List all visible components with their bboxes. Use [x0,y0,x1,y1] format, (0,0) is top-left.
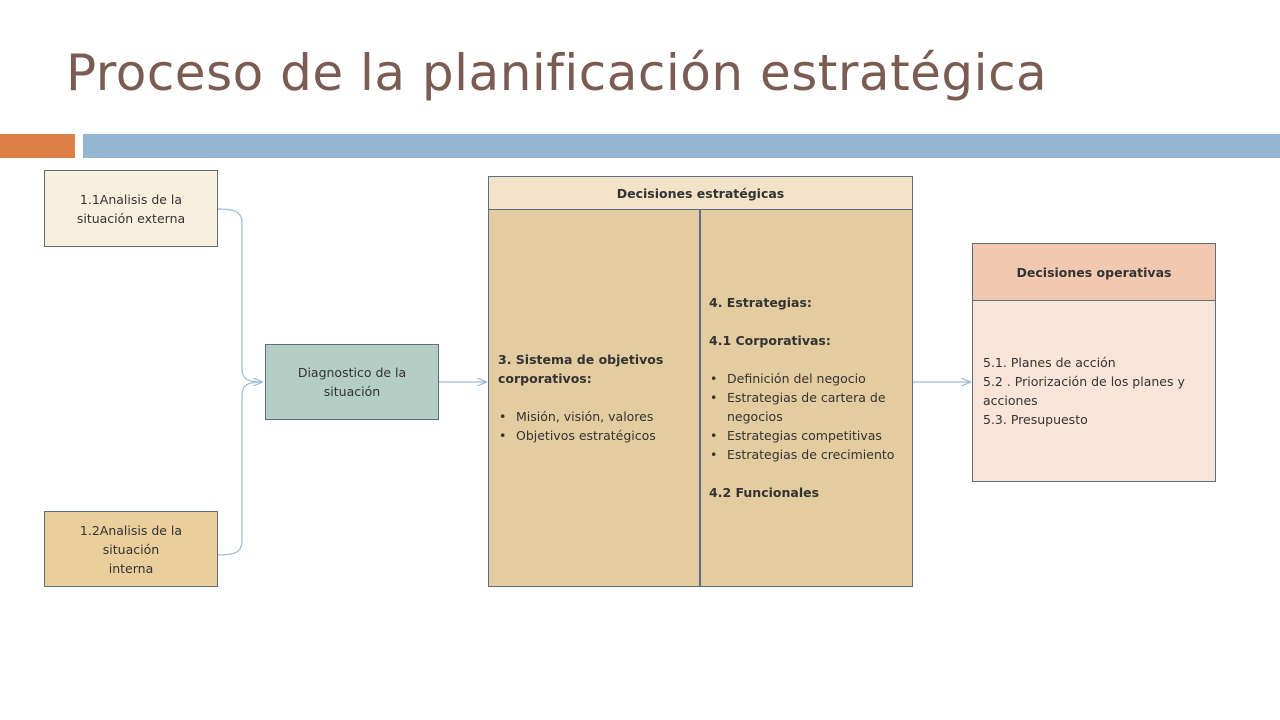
operative-line: 5.2 . Priorización de los planes y accio… [983,373,1185,408]
connector-internal-to-diagnostic [217,381,263,556]
objectives-list: Misión, visión, valores Objetivos estrat… [498,407,694,445]
strategic-decisions-header: Decisiones estratégicas [489,177,912,210]
operative-decisions-box: Decisiones operativas 5.1. Planes de acc… [972,243,1216,482]
list-item: Misión, visión, valores [498,407,694,426]
node-external-analysis: 1.1Analisis de la situación externa [44,170,218,247]
list-item: Objetivos estratégicos [498,426,694,445]
functional-strategies-heading: 4.2 Funcionales [709,485,820,500]
node-internal-analysis: 1.2Analisis de la situación interna [44,511,218,587]
node-diagnostic-label: Diagnostico de la situación [297,365,407,399]
strategic-decisions-box: Decisiones estratégicas 3. Sistema de ob… [488,176,913,587]
list-item: Definición del negocio [709,369,905,388]
corporate-strategies-heading: 4.1 Corporativas: [709,333,831,348]
page-title: Proceso de la planificación estratégica [66,44,1048,102]
operative-decisions-header: Decisiones operativas [973,244,1215,301]
node-internal-label: 1.2Analisis de la situación interna [79,522,183,576]
operative-line: 5.3. Presupuesto [983,411,1088,427]
operative-line: 5.1. Planes de acción [983,354,1116,370]
accent-bar [0,134,75,158]
operative-decisions-body: 5.1. Planes de acción 5.2 . Priorización… [983,300,1205,481]
strategies-column: 4. Estrategias: 4.1 Corporativas: Defini… [709,209,905,586]
list-item: Estrategias de crecimiento [709,445,905,464]
strategies-heading: 4. Estrategias: [709,295,812,310]
objectives-heading: 3. Sistema de objetivos corporativos: [498,352,664,386]
node-diagnostic: Diagnostico de la situación [265,344,439,420]
objectives-column: 3. Sistema de objetivos corporativos: Mi… [498,209,694,586]
strategic-column-divider [699,209,701,586]
connector-external-to-diagnostic [217,208,262,382]
list-item: Estrategias competitivas [709,426,905,445]
header-bar [83,134,1280,158]
list-item: Estrategias de cartera de negocios [709,388,905,426]
strategies-list: Definición del negocio Estrategias de ca… [709,369,905,464]
node-external-label: 1.1Analisis de la situación externa [76,191,186,226]
